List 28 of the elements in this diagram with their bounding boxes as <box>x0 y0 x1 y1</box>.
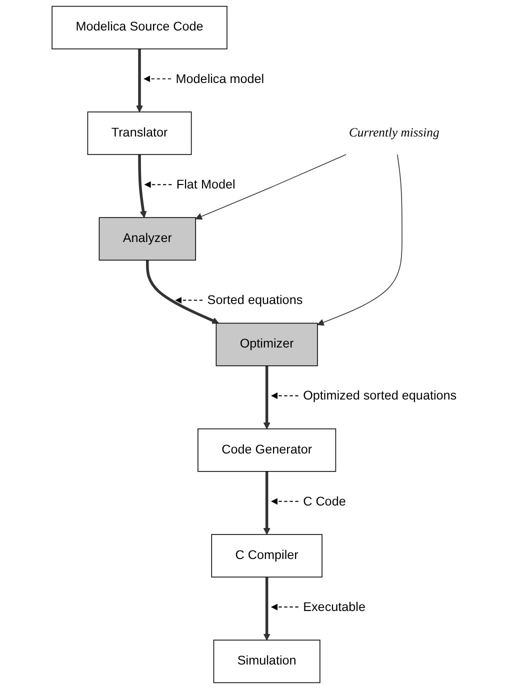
leader-line <box>144 76 172 82</box>
process-box: Optimizer <box>216 322 318 366</box>
process-box: Modelica Source Code <box>52 6 228 50</box>
annotation-text: Flat Model <box>176 178 236 192</box>
flow-arrow <box>138 154 147 218</box>
annotation-text: C Code <box>303 494 346 508</box>
process-box: Analyzer <box>98 217 196 261</box>
flow-arrow <box>146 260 220 324</box>
leader-line <box>270 604 299 610</box>
flow-arrow <box>263 577 270 640</box>
leader-line <box>144 181 172 188</box>
arrow <box>317 154 402 326</box>
flow-arrow <box>136 48 143 112</box>
leader-line <box>270 498 299 505</box>
process-box: Simulation <box>213 640 320 684</box>
leader-line <box>175 296 204 304</box>
process-box: C Compiler <box>211 534 322 578</box>
process-box: Translator <box>87 112 192 155</box>
annotation-text: Currently missing <box>349 126 440 140</box>
flow-arrow <box>263 366 270 430</box>
arrow <box>195 154 346 220</box>
flow-arrow <box>263 471 270 535</box>
process-box: Code Generator <box>198 428 336 472</box>
annotation-text: Modelica model <box>176 72 264 86</box>
annotation-text: Executable <box>303 600 366 614</box>
leader-line <box>270 392 299 400</box>
annotation-text: Optimized sorted equations <box>303 388 457 403</box>
annotation-text: Sorted equations <box>207 293 303 308</box>
